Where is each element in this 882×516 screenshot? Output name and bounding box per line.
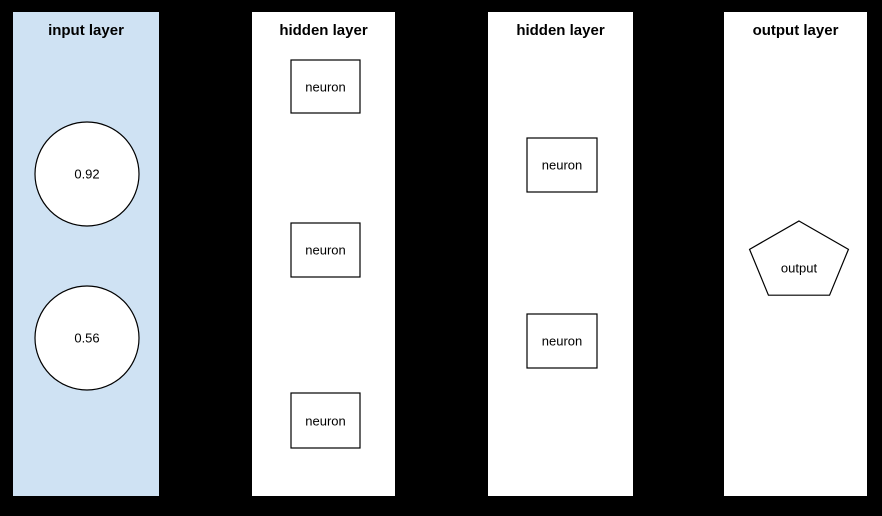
node-hidden-layer-1-2[interactable] (290, 392, 361, 449)
node-hidden-layer-2-0[interactable] (526, 137, 598, 193)
node-hidden-layer-2-1[interactable] (526, 313, 598, 369)
node-hidden-layer-1-1[interactable] (290, 222, 361, 278)
node-input-layer-0[interactable] (34, 121, 140, 227)
node-hidden-layer-1-0[interactable] (290, 59, 361, 114)
node-output-layer-0[interactable] (748, 220, 850, 296)
node-input-layer-1[interactable] (34, 285, 140, 391)
layer-panel-hidden-layer-2 (488, 12, 633, 496)
layer-panel-input-layer (13, 12, 159, 496)
